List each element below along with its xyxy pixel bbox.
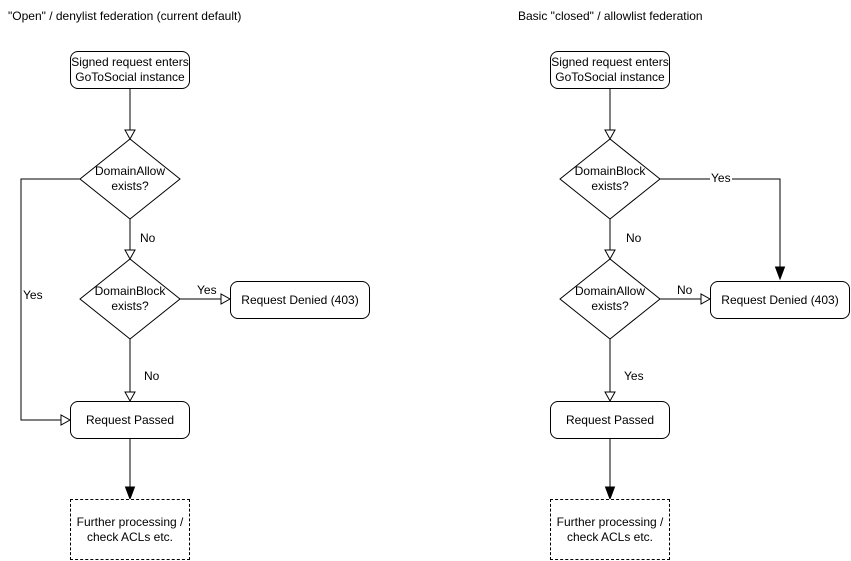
arrowhead-filled-icon: [774, 266, 786, 281]
arrowhead-open-icon: [604, 129, 616, 141]
edge-label-yes: Yes: [196, 283, 218, 297]
decision2-label: DomainBlock exists?: [94, 284, 166, 313]
further-processing-node: Further processing / check ACLs etc.: [550, 499, 670, 560]
arrowhead-open-icon: [124, 129, 136, 141]
edge-label-no: No: [625, 231, 643, 245]
arrowhead-filled-icon: [124, 486, 136, 501]
arrowhead-open-icon: [220, 293, 232, 305]
edge-label-no: No: [676, 283, 694, 297]
further-processing-node: Further processing / check ACLs etc.: [70, 499, 190, 560]
arrowhead-open-icon: [60, 414, 72, 426]
arrowhead-open-icon: [124, 249, 136, 261]
request-passed-node: Request Passed: [70, 401, 190, 439]
decision2-label: DomainAllow exists?: [574, 284, 646, 313]
request-denied-node: Request Denied (403): [710, 281, 850, 319]
connector-decision1-yes-left: [20, 178, 80, 421]
arrowhead-open-icon: [700, 293, 712, 305]
edge-label-no: No: [143, 369, 161, 383]
start-node: Signed request enters GoToSocial instanc…: [550, 51, 670, 89]
edge-label-yes: Yes: [623, 369, 645, 383]
edge-label-yes: Yes: [22, 288, 44, 302]
decision1-label: DomainAllow exists?: [94, 164, 166, 193]
edge-label-no: No: [139, 231, 157, 245]
request-passed-node: Request Passed: [550, 401, 670, 439]
arrowhead-open-icon: [124, 391, 136, 403]
connector-decision1-yes-right: [660, 178, 781, 267]
chart-title-closed-federation: Basic "closed" / allowlist federation: [518, 9, 703, 23]
arrowhead-open-icon: [604, 391, 616, 403]
edge-label-yes: Yes: [710, 171, 732, 185]
arrowhead-filled-icon: [604, 486, 616, 501]
decision1-label: DomainBlock exists?: [574, 164, 646, 193]
start-node: Signed request enters GoToSocial instanc…: [70, 51, 190, 89]
arrowhead-open-icon: [604, 249, 616, 261]
request-denied-node: Request Denied (403): [230, 281, 370, 319]
chart-title-open-federation: "Open" / denylist federation (current de…: [8, 9, 242, 23]
